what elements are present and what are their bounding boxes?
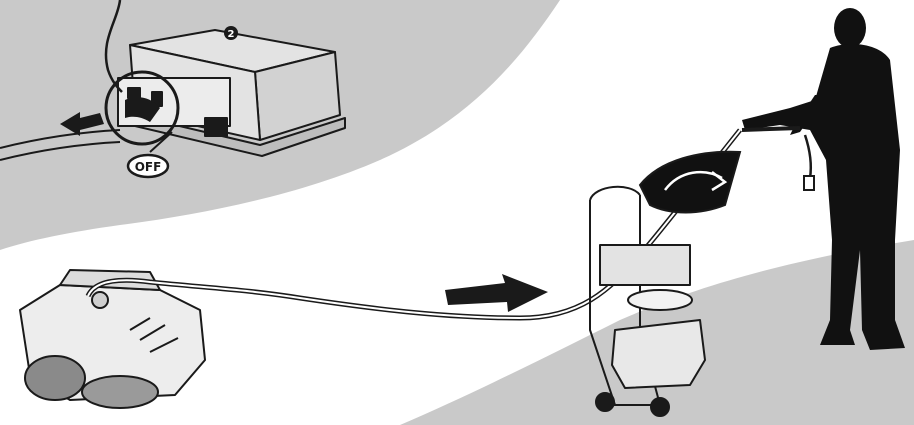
pool-cleaner-robot (20, 270, 205, 408)
off-switch-label: OFF (135, 160, 162, 174)
caddy-wheel-right (651, 398, 669, 416)
caddy-cable-reel (628, 290, 692, 310)
step-number-label: 2 (228, 29, 235, 40)
robot-roller-front (25, 356, 85, 400)
pull-direction-arrow-icon (445, 274, 548, 312)
caddy-wheel-left (596, 393, 614, 411)
caddy-robot (612, 320, 705, 388)
caddy-power-supply (600, 245, 690, 285)
caddy-cart (590, 187, 705, 416)
cable-plug (804, 176, 814, 190)
